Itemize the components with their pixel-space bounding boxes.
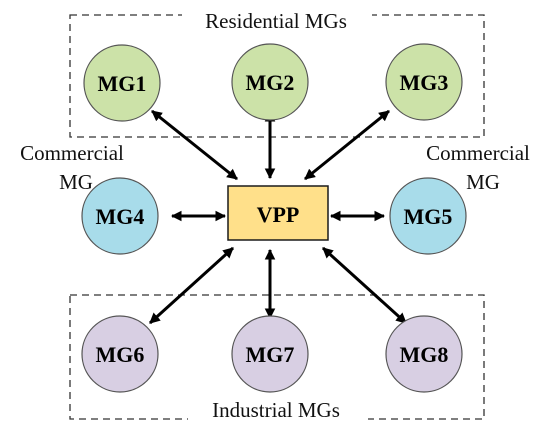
commercial-right-label-line1: Commercial [426, 141, 530, 165]
node-mg5-label: MG5 [404, 204, 453, 229]
node-mg6-circle [81, 315, 159, 393]
node-mg1-label: MG1 [98, 71, 147, 96]
node-mg4: MG4 [81, 177, 159, 255]
node-mg3: MG3 [385, 43, 463, 121]
commercial-right-label-line2: MG [466, 170, 500, 194]
node-mg6-label: MG6 [96, 342, 145, 367]
edge-vpp-mg1 [151, 109, 238, 181]
vpp-hub-box [227, 185, 329, 241]
node-mg7-circle [231, 315, 309, 393]
vpp-hub-label: VPP [257, 202, 300, 227]
node-mg8-circle [385, 315, 463, 393]
node-mg2: MG2 [231, 43, 309, 121]
node-mg7: MG7 [231, 315, 309, 393]
node-mg2-label: MG2 [246, 70, 295, 95]
node-mg8-label: MG8 [400, 342, 449, 367]
industrial-group-label: Industrial MGs [212, 398, 340, 422]
node-mg4-circle [81, 177, 159, 255]
edge-vpp-mg3 [304, 109, 390, 181]
commercial-left-label-line1: Commercial [20, 141, 124, 165]
node-mg1-circle [83, 44, 161, 122]
industrial-label-bg [188, 398, 368, 424]
node-mg5: MG5 [389, 177, 467, 255]
node-mg3-label: MG3 [400, 70, 449, 95]
node-mg7-label: MG7 [246, 342, 295, 367]
edge-vpp-mg6 [148, 246, 235, 325]
node-mg8: MG8 [385, 315, 463, 393]
node-mg4-label: MG4 [96, 204, 145, 229]
node-mg1: MG1 [83, 44, 161, 122]
node-mg5-circle [389, 177, 467, 255]
node-mg6: MG6 [81, 315, 159, 393]
node-mg2-circle [231, 43, 309, 121]
residential-label-bg [182, 6, 372, 32]
residential-group-label: Residential MGs [205, 9, 347, 33]
node-mg3-circle [385, 43, 463, 121]
edge-layer [148, 109, 408, 325]
commercial-left-label-line2: MG [59, 170, 93, 194]
edge-vpp-mg8 [321, 246, 408, 325]
